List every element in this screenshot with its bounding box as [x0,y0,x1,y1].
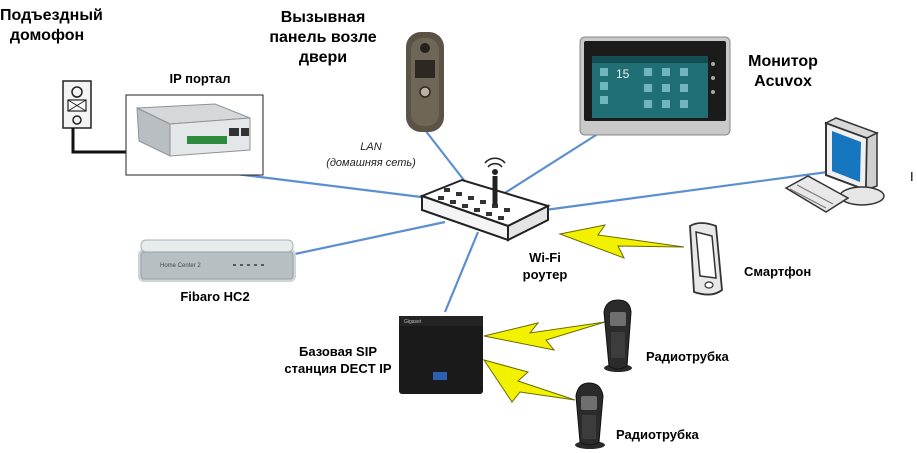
entrance-intercom-label: Подъездный домофон [0,7,103,44]
acuvox-monitor: 15 [579,36,731,136]
pc-label-fragment: I [910,169,914,184]
monitor-label: Монитор Acuvox [748,53,818,90]
wireless-bolt-smartphone [558,224,685,259]
sip-base-station: Gigaset [399,316,483,394]
lan-link-fibaro [294,220,446,256]
router-label: Wi-Fi роутер [522,250,568,282]
base-brand-text: Gigaset [404,319,422,325]
smartphone-device [689,222,723,296]
dect-handset-1 [603,299,632,372]
dect-handset-2 [575,382,605,449]
lan-link-ip-portal [235,172,446,202]
handset-2-label: Радиотрубка [616,427,699,442]
lan-link-pc [544,169,836,212]
handset-1-label: Радиотрубка [646,349,729,364]
lan-link-door-panel [424,129,471,189]
lan-link-monitor [499,129,605,197]
entrance-intercom [62,80,92,129]
sip-base-label: Базовая SIP станция DECT IP [284,344,392,376]
fibaro-brand-text: Home Center 2 [160,263,201,269]
fibaro-label: Fibaro HC2 [180,289,250,304]
lan-connections [235,129,836,313]
ip-portal-label: IP портал [169,71,231,86]
ip-portal-device [125,94,264,176]
monitor-clock: 15 [616,67,630,81]
door-call-panel [406,32,444,132]
smartphone-label: Смартфон [744,264,812,279]
intercom-cable [71,128,138,154]
wifi-router [419,157,551,242]
lan-link-sip-base [443,231,480,313]
pc-computer [784,117,885,213]
wireless-bolt-handset-1 [483,321,606,351]
wireless-bolt-handset-2 [482,359,576,403]
door-panel-label: Вызывная панель возле двери [269,9,377,66]
lan-label: LAN (домашняя сеть) [326,141,416,169]
fibaro-hc2-device: Home Center 2 [138,239,296,282]
